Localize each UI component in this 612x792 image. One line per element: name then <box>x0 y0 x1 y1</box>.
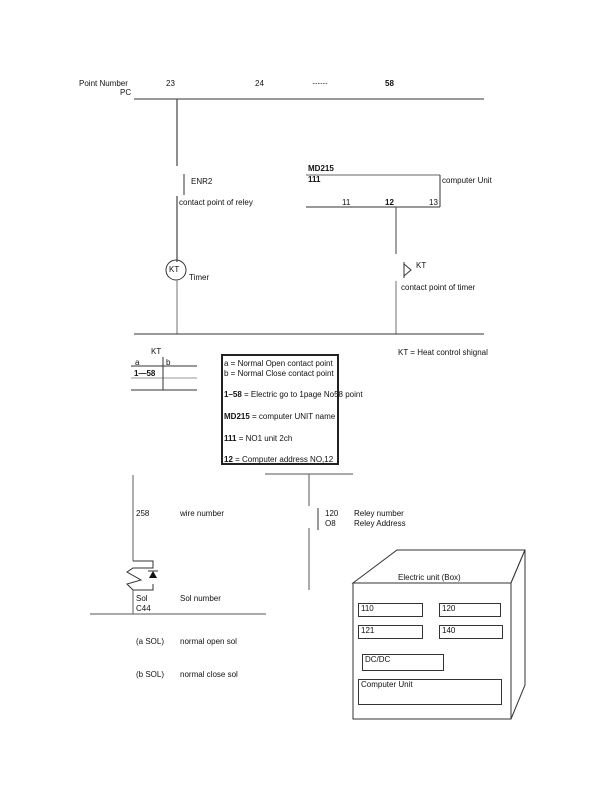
relay-address-label: Reley Address <box>354 519 406 528</box>
a-sol-code: (a SOL) <box>136 637 165 646</box>
sol-number-label: Sol number <box>180 594 221 603</box>
point-number-label: Point Number <box>79 79 128 88</box>
legend-box: a = Normal Open contact point b = Normal… <box>221 354 363 465</box>
wire-number-value: 258 <box>136 509 150 518</box>
kt-table-row-value: 1—58 <box>134 369 156 378</box>
computer-unit-id: 111 <box>308 175 321 184</box>
computer-unit-model: MD215 <box>308 164 334 173</box>
kt-table-col-a: a <box>135 358 140 367</box>
relay-number-label: Reley number <box>354 509 404 518</box>
kt-table-col-b: b <box>166 358 171 367</box>
relay-contact-description: contact point of reley <box>179 198 253 207</box>
relay-number-value: 120 <box>325 509 339 518</box>
solenoid-coil <box>126 560 154 591</box>
kt-note: KT = Heat control shignal <box>398 348 488 357</box>
enr2-label: ENR2 <box>191 177 213 186</box>
box-computer-unit: Computer Unit <box>358 679 502 705</box>
legend-line-b: b = Normal Close contact point <box>224 369 334 378</box>
address-11: 11 <box>342 198 351 207</box>
kt-contact-symbol: KT <box>416 261 427 270</box>
point-24: 24 <box>255 79 264 88</box>
kt-coil-symbol: KT <box>169 265 180 274</box>
pc-label: PC <box>120 88 132 97</box>
box-slot-110: 110 <box>358 603 423 617</box>
diode-triangle <box>149 571 157 578</box>
b-sol-text: normal close sol <box>180 670 238 679</box>
timer-contact-description: contact point of timer <box>401 283 476 292</box>
address-13: 13 <box>429 198 438 207</box>
legend-line-md215: MD215 = computer UNIT name <box>224 412 336 421</box>
wire-number-label: wire number <box>180 509 225 518</box>
electric-box-title: Electric unit (Box) <box>398 573 461 582</box>
box-slot-140: 140 <box>439 625 503 639</box>
timer-label: Timer <box>189 273 210 282</box>
kt-timer-coil <box>165 259 187 281</box>
computer-unit-label: computer Unit <box>442 176 492 185</box>
sol-label: Sol <box>136 594 148 603</box>
kt-contact-arrow <box>403 263 412 277</box>
a-sol-text: normal open sol <box>180 637 237 646</box>
relay-address-value: O8 <box>325 519 336 528</box>
legend-line-a: a = Normal Open contact point <box>224 359 333 368</box>
point-58: 58 <box>385 79 394 88</box>
box-slot-121: 121 <box>358 625 423 639</box>
point-ellipsis: ········· <box>312 79 328 88</box>
legend-line-12: 12 = Computer address NO,12 <box>224 455 334 464</box>
box-dcdc: DC/DC <box>362 654 444 671</box>
address-12: 12 <box>385 198 394 207</box>
b-sol-code: (b SOL) <box>136 670 165 679</box>
box-slot-120: 120 <box>439 603 501 617</box>
box-side-face <box>510 549 526 720</box>
legend-line-111: 111 = NO1 unit 2ch <box>224 434 293 443</box>
kt-table-title: KT <box>151 347 162 356</box>
legend-line-point: 1–58 = Electric go to 1page No58 point <box>224 390 363 399</box>
sol-id: C44 <box>136 604 151 613</box>
point-23: 23 <box>166 79 175 88</box>
